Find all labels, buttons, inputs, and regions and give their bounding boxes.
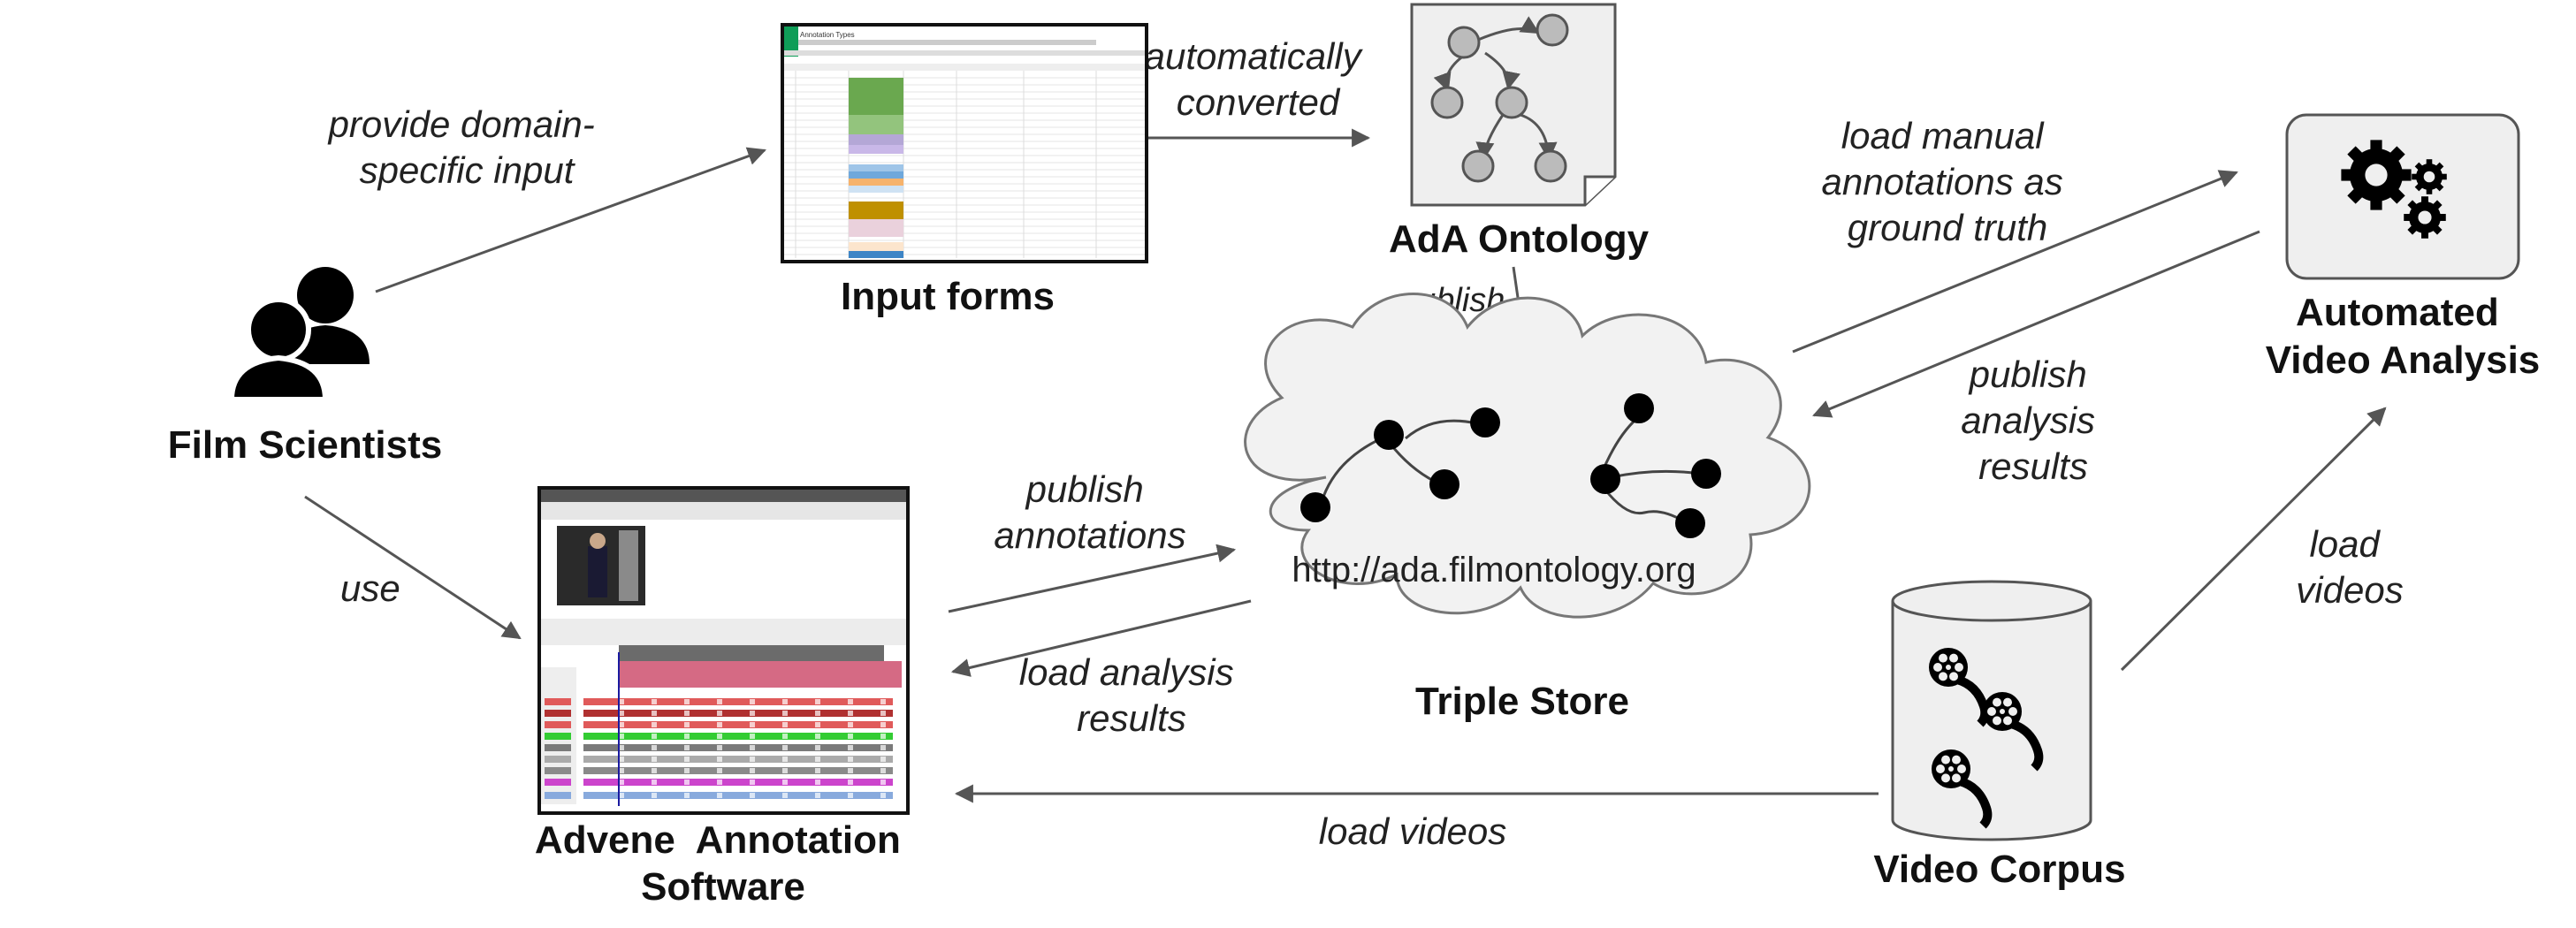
spreadsheet-grid — [784, 71, 1145, 258]
spreadsheet-title: Annotation Types — [800, 31, 855, 39]
edge-load-analysis — [950, 599, 1252, 677]
edge-load-videos-right — [2120, 407, 2387, 672]
node-advene-software: Advene Annotation Software — [535, 818, 911, 909]
node-ada-ontology: AdA Ontology — [1389, 217, 1650, 261]
edge-publish-annotations — [948, 544, 1237, 613]
node-film-scientists: Film Scientists — [168, 423, 443, 467]
edge-publish-analysis — [1812, 230, 2260, 418]
label-load-videos-right: load videos — [2296, 523, 2403, 611]
spreadsheet-thumbnail: Annotation Types — [781, 23, 1148, 263]
node-triple-store: Triple Store — [1415, 680, 1629, 723]
label-use: use — [340, 567, 400, 609]
film-reel-icon — [1929, 648, 2044, 829]
label-publish-analysis: publish analysis results — [1961, 354, 2105, 487]
label-load-analysis: load analysis results — [1019, 651, 1244, 739]
triple-store-url[interactable]: http://ada.filmontology.org — [1292, 551, 1696, 590]
node-input-forms: Input forms — [841, 275, 1055, 318]
node-video-corpus: Video Corpus — [1873, 848, 2125, 891]
advene-thumbnail — [537, 486, 910, 815]
label-auto-converted: automatically converted — [1145, 35, 1372, 123]
gears-icon — [2341, 140, 2447, 239]
node-automated-video-analysis: Automated Video Analysis — [2266, 291, 2541, 382]
label-load-manual: load manual annotations as ground truth — [1822, 115, 2074, 248]
ontology-document-icon — [1410, 3, 1617, 207]
annotation-tracks — [545, 698, 893, 799]
edge-load-manual — [1792, 170, 2238, 354]
users-icon — [228, 267, 370, 402]
label-provide-input: provide domain- specific input — [327, 103, 606, 191]
edge-provide-input — [375, 147, 766, 293]
edge-use — [304, 495, 522, 640]
label-load-videos-bottom: load videos — [1319, 810, 1506, 852]
triple-store-cloud — [1244, 293, 1811, 619]
label-publish-annotations: publish annotations — [994, 468, 1185, 556]
